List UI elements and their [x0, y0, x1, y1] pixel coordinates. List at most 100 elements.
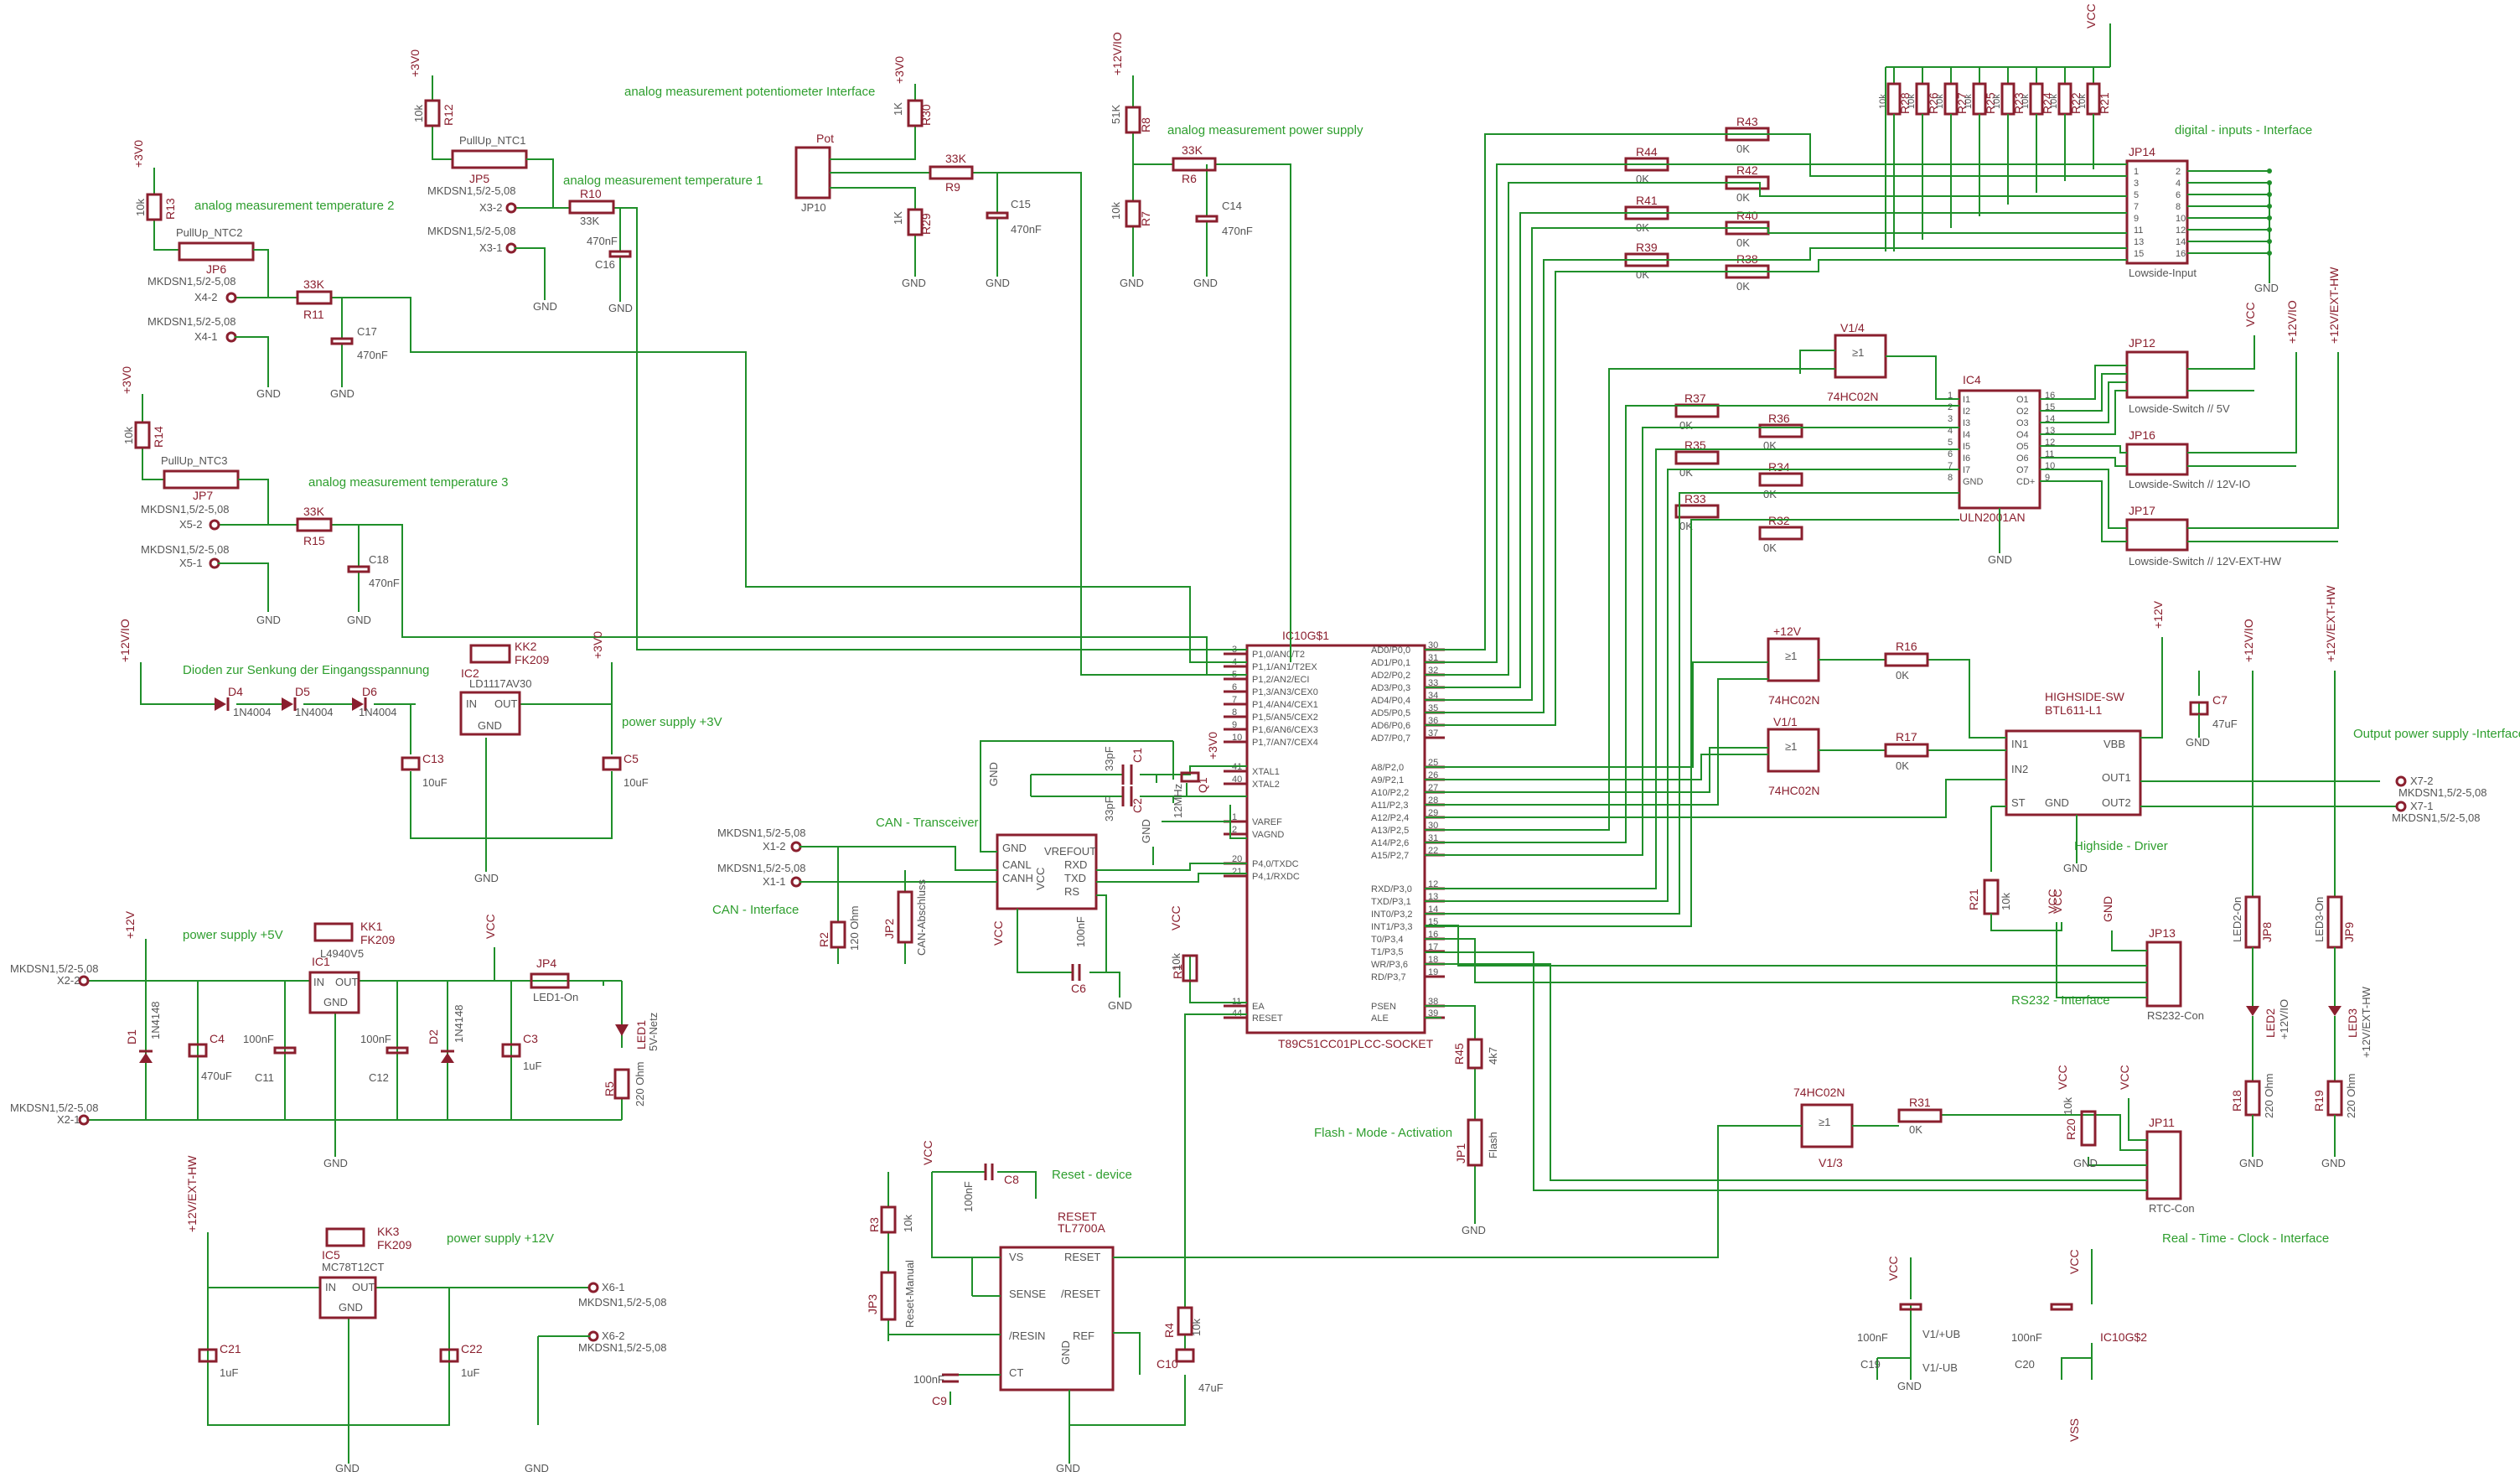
mcu-pin-num: 39	[1428, 1008, 1438, 1018]
mcu-pin-label: P1,6/AN6/CEX3	[1252, 725, 1318, 735]
svg-text:1K: 1K	[892, 211, 904, 225]
reset-tl7700: RESET TL7700A VS SENSE /RESIN CT RESET /…	[866, 1013, 1802, 1472]
label-can-transceiver: CAN - Transceiver	[876, 816, 979, 830]
svg-text:VCC: VCC	[2051, 889, 2064, 914]
pullup-ref: R27	[1955, 92, 1969, 114]
mcu-pin-label: P4,0/TXDC	[1252, 859, 1299, 869]
svg-text:VREFOUT: VREFOUT	[1044, 845, 1096, 858]
series-val: 0K	[1736, 280, 1750, 293]
uln-in-num: 1	[1948, 391, 1953, 401]
mcu-pin-num: 21	[1232, 867, 1242, 877]
svg-text:470nF: 470nF	[369, 577, 400, 589]
label-rs232: RS232 - Interface	[2011, 993, 2110, 1008]
svg-text:+12V: +12V	[123, 910, 137, 939]
svg-text:X7-1: X7-1	[2410, 800, 2433, 812]
series-ref: R44	[1636, 145, 1658, 158]
svg-text:V1/3: V1/3	[1819, 1156, 1843, 1169]
mcu-pin-label: ALE	[1371, 1013, 1389, 1024]
svg-text:10k: 10k	[902, 1215, 914, 1232]
svg-text:120 Ohm: 120 Ohm	[848, 906, 861, 951]
svg-text:PullUp_NTC2: PullUp_NTC2	[176, 226, 242, 239]
svg-text:VSS: VSS	[2067, 1418, 2081, 1442]
pullup-val: 10k	[2021, 94, 2031, 109]
svg-text:LED1-On: LED1-On	[533, 991, 578, 1003]
svg-text:VCC: VCC	[1034, 868, 1047, 890]
power-supply-5v: +12V X2-2 MKDSN1,5/2-5,08 X2-1 MKDSN1,5/…	[10, 910, 660, 1169]
series-ref: R40	[1736, 209, 1758, 222]
mcu-pin-label: WR/P3,6	[1371, 960, 1408, 970]
analog-temp3: +3V0 R14 10k PullUp_NTC3 JP7 33K R15 X5-…	[120, 366, 1247, 676]
svg-text:0K: 0K	[1896, 669, 1909, 682]
mcu-pin-num: 40	[1232, 775, 1242, 785]
series-ref: R41	[1636, 194, 1658, 207]
uln-gnd: GND	[1988, 553, 2012, 566]
svg-text:V1/4: V1/4	[1840, 321, 1865, 334]
svg-text:HIGHSIDE-SW: HIGHSIDE-SW	[2045, 690, 2125, 703]
svg-text:33K: 33K	[303, 277, 325, 291]
uln-in-label: GND	[1963, 477, 1984, 487]
svg-text:+3V0: +3V0	[408, 49, 422, 77]
svg-text:C3: C3	[523, 1032, 538, 1045]
uln-series-ref: R33	[1684, 492, 1706, 505]
svg-text:KK2: KK2	[515, 640, 537, 653]
svg-text:IN: IN	[466, 697, 477, 710]
mcu-pin-label: P1,5/AN5/CEX2	[1252, 713, 1318, 723]
svg-text:470nF: 470nF	[1222, 225, 1253, 237]
svg-text:MKDSN1,5/2-5,08: MKDSN1,5/2-5,08	[717, 862, 806, 874]
svg-text:10k: 10k	[122, 427, 135, 444]
label-output-ps: Output power supply -Interface	[2353, 727, 2520, 741]
svg-text:C11: C11	[255, 1071, 274, 1084]
jp14-pin: 10	[2176, 214, 2186, 224]
svg-text:SENSE: SENSE	[1009, 1288, 1046, 1300]
svg-text:X7-2: X7-2	[2410, 775, 2433, 787]
svg-text:R20: R20	[2064, 1118, 2078, 1140]
label-rtc: Real - Time - Clock - Interface	[2162, 1231, 2329, 1246]
svg-text:C1: C1	[1131, 748, 1144, 763]
label-reset-device: Reset - device	[1052, 1168, 1132, 1182]
uln-out-num: 11	[2045, 449, 2054, 459]
mcu-pin-label: INT0/P3,2	[1371, 910, 1413, 920]
svg-text:JP13: JP13	[2149, 926, 2176, 940]
mcu-pin-label: A15/P2,7	[1371, 851, 1409, 861]
analog-temp1: +3V0 R12 10k PullUp_NTC1 JP5 R10 33K X3-…	[408, 49, 1247, 650]
label-ps5v: power supply +5V	[183, 928, 283, 942]
gate-v12: +12V 74HC02N ≥1	[1767, 625, 1820, 707]
uln-in-num: 8	[1948, 473, 1953, 483]
svg-text:JP10: JP10	[801, 201, 826, 214]
svg-text:33pF: 33pF	[1103, 746, 1115, 771]
svg-text:R5: R5	[603, 1081, 616, 1096]
uln-in-label: I1	[1963, 395, 1970, 405]
label-dioden: Dioden zur Senkung der Eingangsspannung	[183, 663, 429, 677]
power-supply-12v: +12V/EXT-HW IC5 MC78T12CT IN OUT GND KK3…	[185, 1155, 667, 1472]
svg-text:TL7700A: TL7700A	[1058, 1221, 1105, 1235]
rtc-connector: JP11 RTC-Con R31 0K R20 10k VCC VCC GND	[1425, 951, 2195, 1215]
svg-text:JP3: JP3	[866, 1294, 879, 1314]
mcu-pin-num: 6	[1232, 682, 1237, 692]
mcu-pin-num: 26	[1428, 770, 1438, 780]
svg-text:GND: GND	[474, 872, 499, 884]
svg-text:GND: GND	[339, 1301, 363, 1314]
svg-text:VCC: VCC	[2118, 1065, 2131, 1090]
svg-text:5V-Netz: 5V-Netz	[647, 1013, 660, 1051]
mcu-pin-label: T1/P3,5	[1371, 947, 1404, 957]
gnd-digital: GND	[2254, 282, 2279, 294]
flash-jumper: R45 4k7 JP1 Flash GND R1 10k VCC	[1169, 905, 1499, 1236]
svg-text:R21: R21	[1967, 889, 1980, 910]
svg-text:GND: GND	[1897, 1380, 1922, 1392]
svg-text:JP2: JP2	[882, 919, 896, 939]
svg-text:470nF: 470nF	[587, 235, 618, 247]
label-ps3v: power supply +3V	[622, 715, 722, 729]
svg-text:LED2: LED2	[2264, 1008, 2277, 1038]
svg-text:OUT: OUT	[494, 697, 518, 710]
svg-text:+12V/EXT-HW: +12V/EXT-HW	[2360, 986, 2373, 1058]
svg-text:JP7: JP7	[193, 489, 213, 502]
svg-text:LED3: LED3	[2346, 1008, 2359, 1038]
svg-text:220 Ohm: 220 Ohm	[634, 1062, 646, 1107]
svg-text:VCC: VCC	[991, 920, 1005, 946]
jp17-ref: JP17	[2129, 504, 2155, 517]
mcu-pin-num: 17	[1428, 942, 1438, 952]
svg-text:C20: C20	[2015, 1358, 2035, 1371]
ic4-ref: IC4	[1963, 373, 1981, 386]
svg-text:1uF: 1uF	[461, 1366, 479, 1379]
label-flash: Flash - Mode - Activation	[1314, 1126, 1452, 1140]
